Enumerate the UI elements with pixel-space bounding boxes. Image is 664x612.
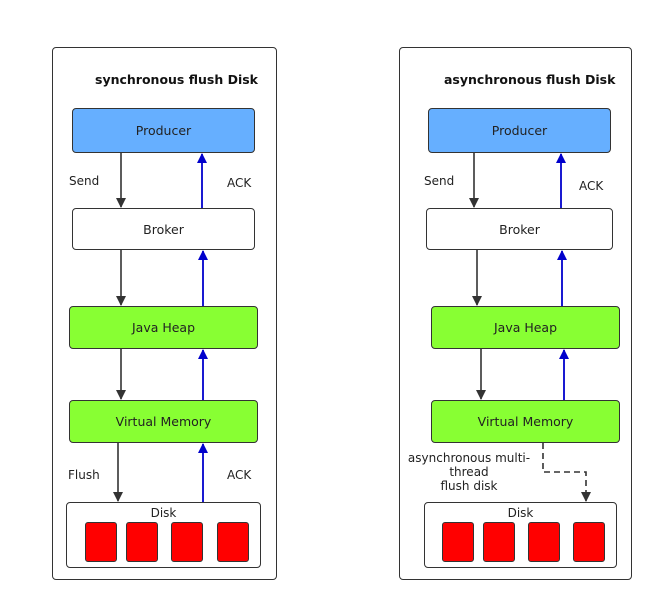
right-disk-node: Disk: [424, 502, 617, 568]
right-async-line-2: thread: [449, 465, 489, 479]
left-broker-node: Broker: [72, 208, 255, 250]
right-disk-block-3: [528, 522, 560, 562]
right-send-label: Send: [424, 174, 455, 188]
right-ack-label: ACK: [579, 179, 604, 193]
left-disk-node: Disk: [66, 502, 261, 568]
left-disk-block-2: [126, 522, 158, 562]
right-broker-node: Broker: [426, 208, 613, 250]
async-flush-title: asynchronous flush Disk: [444, 72, 616, 87]
right-producer-label: Producer: [491, 123, 548, 138]
right-async-flush-arrow: [542, 443, 591, 502]
left-disk-block-3: [171, 522, 203, 562]
right-async-line-3: flush disk: [440, 479, 498, 493]
left-broker-label: Broker: [143, 221, 184, 237]
right-java-heap-label: Java Heap: [493, 320, 558, 335]
right-async-line-1: asynchronous multi-: [407, 451, 531, 465]
left-flush-label: Flush: [68, 468, 100, 482]
left-send-label: Send: [69, 174, 100, 188]
right-virtual-memory-node: Virtual Memory: [431, 400, 620, 443]
right-disk-block-2: [483, 522, 515, 562]
right-java-heap-node: Java Heap: [431, 306, 620, 349]
left-virtual-memory-label: Virtual Memory: [115, 414, 212, 429]
left-disk-label: Disk: [150, 506, 177, 520]
left-producer-label: Producer: [135, 123, 192, 138]
left-ack-top-label: ACK: [227, 176, 252, 190]
left-virtual-memory-node: Virtual Memory: [69, 400, 258, 443]
left-producer-node: Producer: [72, 108, 255, 153]
right-virtual-memory-label: Virtual Memory: [477, 414, 574, 429]
right-disk-label: Disk: [507, 506, 534, 520]
sync-flush-title: synchronous flush Disk: [95, 72, 258, 87]
right-broker-label: Broker: [499, 221, 540, 237]
left-disk-block-4: [217, 522, 249, 562]
right-disk-block-4: [573, 522, 605, 562]
left-java-heap-label: Java Heap: [131, 320, 196, 335]
right-disk-block-1: [442, 522, 474, 562]
left-ack-bottom-label: ACK: [227, 468, 252, 482]
left-java-heap-node: Java Heap: [69, 306, 258, 349]
right-async-flush-label: asynchronous multi- thread flush disk: [407, 451, 531, 493]
right-producer-node: Producer: [428, 108, 611, 153]
left-disk-block-1: [85, 522, 117, 562]
